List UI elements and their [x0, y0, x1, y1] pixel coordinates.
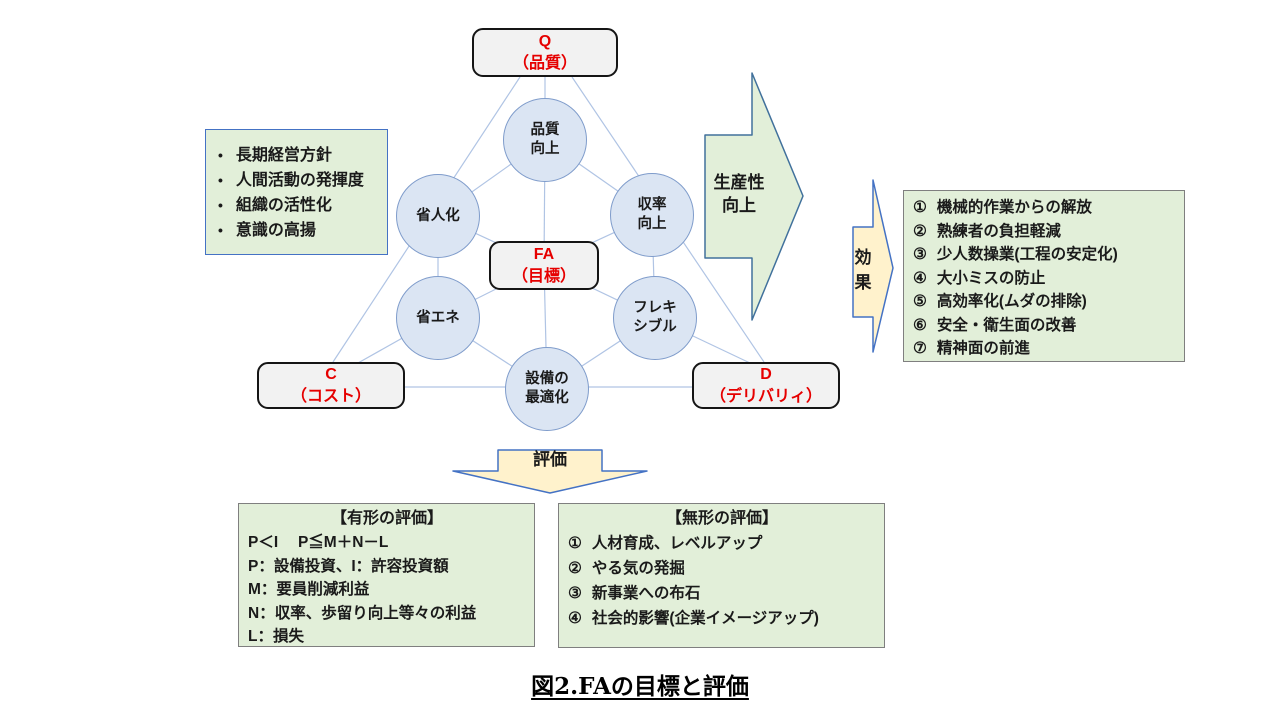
effect-arrow-label: 効 果 [854, 248, 872, 292]
effect-arrow-shape [852, 179, 894, 353]
item-number: ⑥ [913, 316, 927, 334]
evaluation-arrow-shape [452, 449, 648, 494]
bullet-icon: • [218, 222, 223, 238]
list-item: ② 熟練者の負担軽減 [913, 220, 1178, 244]
item-number: ② [568, 560, 582, 577]
list-item: ① 機械的作業からの解放 [913, 196, 1178, 220]
figure-caption-text: 図2.FAの目標と評価 [531, 673, 749, 700]
list-item: • 意識の高揚 [218, 218, 377, 243]
item-number: ⑤ [913, 293, 927, 310]
circle-energy-saving: 省エネ [396, 276, 480, 360]
productivity-arrow-shape [704, 72, 804, 321]
formula-line: P＜I P≦M＋N－L [248, 534, 389, 551]
circle-labor-saving: 省人化 [396, 174, 480, 258]
item-label: 社会的影響(企業イメージアップ) [591, 610, 819, 627]
list-item: ③ 新事業への布石 [568, 581, 876, 606]
list-item: ⑦ 精神面の前進 [913, 337, 1178, 361]
item-label: 高効率化(ムダの排除) [936, 293, 1087, 310]
item-label: やる気の発掘 [591, 560, 685, 577]
list-item: • 組織の活性化 [218, 193, 377, 218]
box-title: 【無形の評価】 [665, 510, 778, 527]
figure-caption: 図2.FAの目標と評価 [0, 667, 1280, 701]
item-number: ④ [913, 269, 927, 287]
item-label: 安全・衛生面の改善 [936, 316, 1077, 334]
item-number: ⑦ [913, 340, 927, 357]
bullet-icon: • [218, 172, 223, 188]
list-item-label: 人間活動の発揮度 [235, 172, 364, 189]
effects-box: ① 機械的作業からの解放 ② 熟練者の負担軽減 ③ 少人数操業(工程の安定化) … [903, 190, 1185, 362]
bullet-icon: • [218, 197, 223, 213]
evaluation-arrow-label: 評価 [533, 450, 567, 469]
node-delivery-goal: D （デリバリィ） [692, 362, 840, 409]
node-fa-target: FA （目標） [489, 241, 599, 290]
tangible-evaluation-box: 【有形の評価】 P＜I P≦M＋N－L P：設備投資、I：許容投資額 M：要員削… [238, 503, 535, 647]
list-item-label: 組織の活性化 [235, 197, 332, 214]
item-number: ③ [568, 585, 582, 602]
node-quality-goal: Q （品質） [472, 28, 618, 77]
list-item: ③ 少人数操業(工程の安定化) [913, 243, 1178, 267]
definition-line: L：損失 [248, 628, 304, 645]
item-number: ② [913, 222, 927, 240]
item-number: ① [568, 535, 582, 552]
item-label: 少人数操業(工程の安定化) [936, 246, 1118, 263]
definition-line: P：設備投資、I：許容投資額 [248, 557, 449, 575]
item-label: 熟練者の負担軽減 [936, 222, 1061, 240]
list-item: ② やる気の発掘 [568, 556, 876, 581]
item-number: ① [913, 199, 927, 216]
list-item: ⑤ 高効率化(ムダの排除) [913, 290, 1178, 314]
circle-quality-improvement: 品質 向上 [503, 98, 587, 182]
box-title: 【有形の評価】 [330, 510, 443, 527]
item-label: 機械的作業からの解放 [936, 199, 1092, 216]
item-label: 人材育成、レベルアップ [591, 535, 763, 552]
item-number: ④ [568, 610, 582, 627]
productivity-arrow-label: 生産性 向上 [713, 173, 765, 215]
item-label: 大小ミスの防止 [936, 269, 1046, 287]
definition-line: N：収率、歩留り向上等々の利益 [248, 604, 477, 622]
list-item: ⑥ 安全・衛生面の改善 [913, 314, 1178, 338]
list-item: ④ 社会的影響(企業イメージアップ) [568, 606, 876, 631]
circle-equipment-optimization: 設備の 最適化 [505, 347, 589, 431]
bullet-icon: • [218, 147, 223, 163]
list-item-label: 意識の高揚 [235, 222, 316, 239]
circle-yield-improvement: 収率 向上 [610, 173, 694, 257]
list-item: ④ 大小ミスの防止 [913, 267, 1178, 291]
item-number: ③ [913, 246, 927, 263]
item-label: 新事業への布石 [591, 585, 701, 602]
circle-flexible: フレキ シブル [613, 276, 697, 360]
list-item: ① 人材育成、レベルアップ [568, 531, 876, 556]
list-item-label: 長期経営方針 [235, 147, 332, 164]
list-item: • 人間活動の発揮度 [218, 168, 377, 193]
definition-line: M：要員削減利益 [248, 581, 370, 598]
intangible-evaluation-box: 【無形の評価】 ① 人材育成、レベルアップ ② やる気の発掘 ③ 新事業への布石… [558, 503, 885, 648]
item-label: 精神面の前進 [936, 340, 1030, 357]
list-item: • 長期経営方針 [218, 143, 377, 168]
management-policy-box: • 長期経営方針 • 人間活動の発揮度 • 組織の活性化 • 意識の高揚 [205, 129, 388, 255]
node-cost-goal: C （コスト） [257, 362, 405, 409]
